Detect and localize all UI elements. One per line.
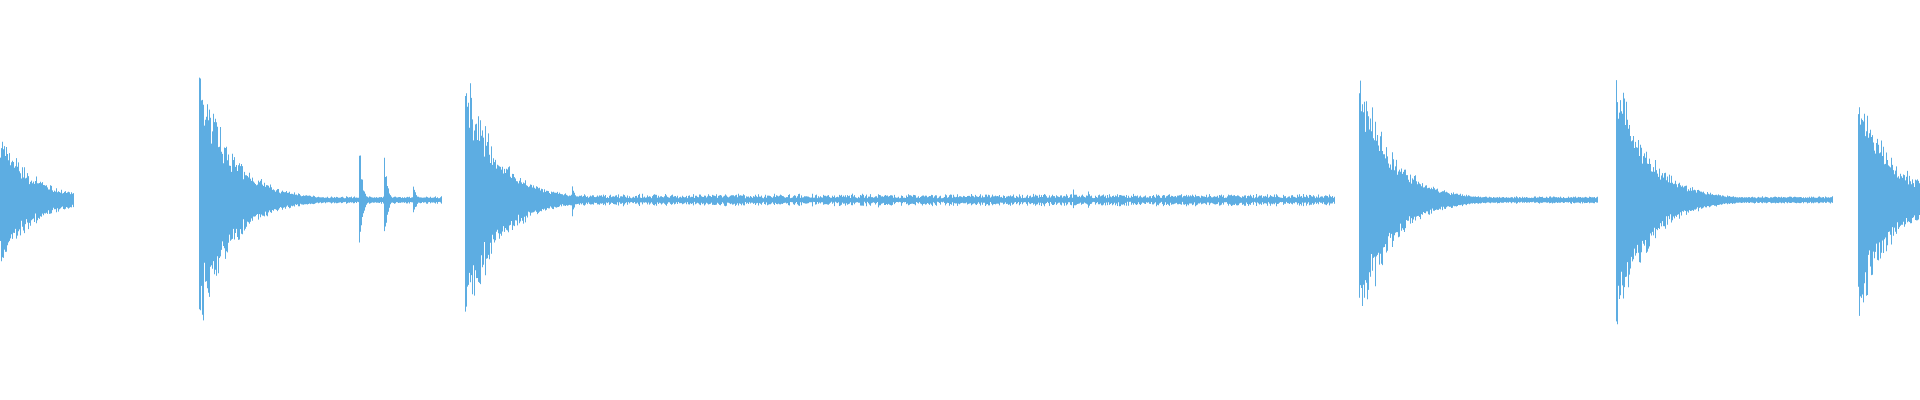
waveform-path xyxy=(0,77,1920,325)
waveform-bars xyxy=(0,77,1920,325)
